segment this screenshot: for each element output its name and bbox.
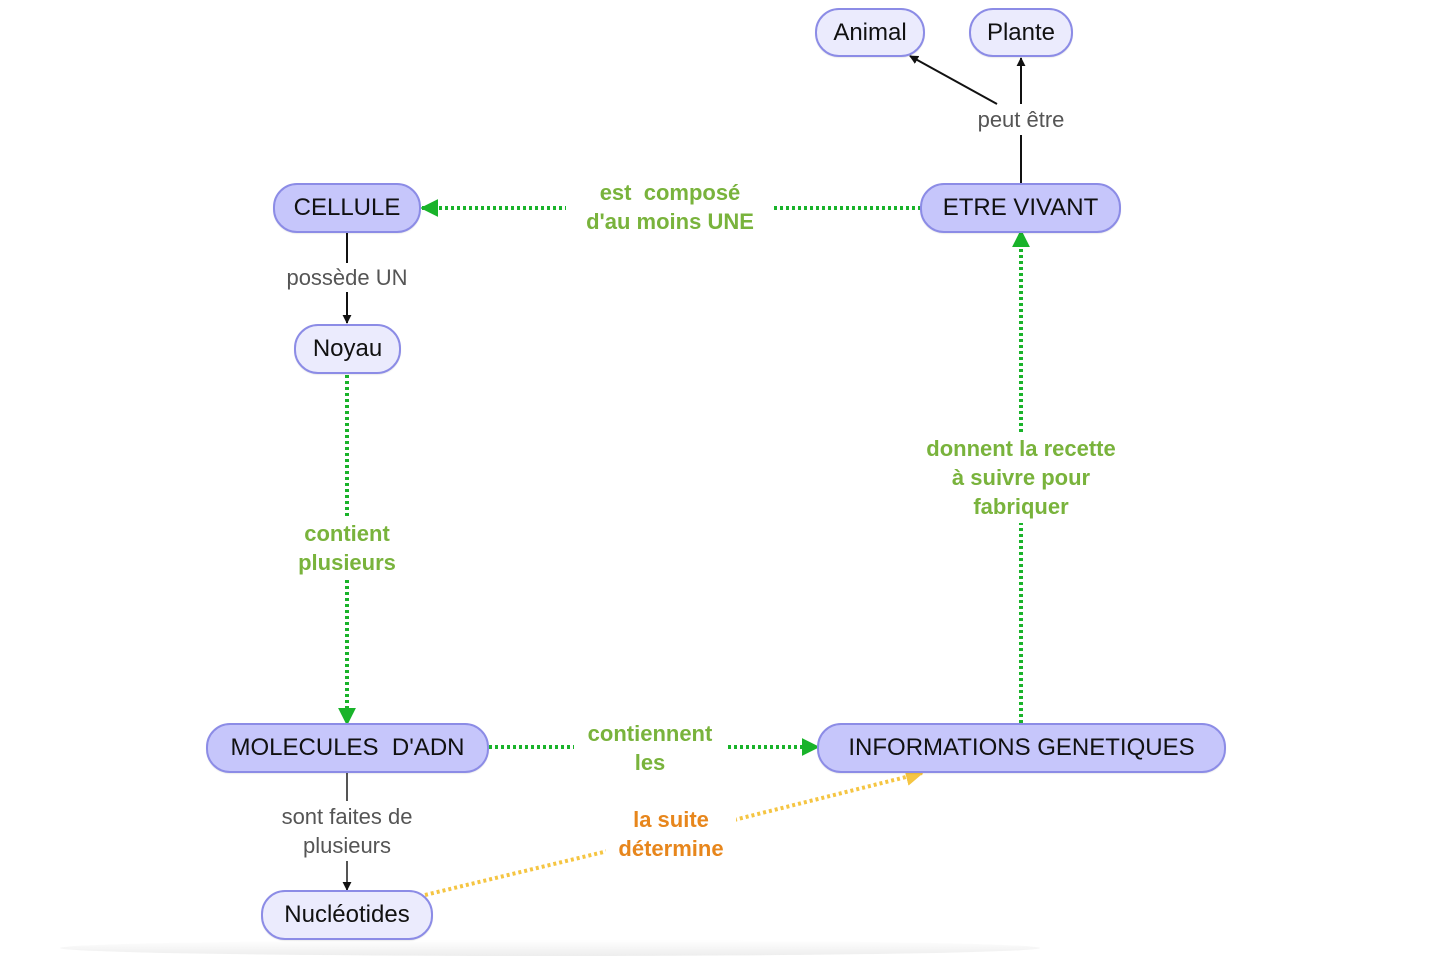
node-nucleotides[interactable]: Nucléotides (261, 890, 433, 940)
node-etre-vivant[interactable]: ETRE VIVANT (920, 183, 1121, 233)
node-cellule[interactable]: CELLULE (273, 183, 421, 233)
link-label-est-compose-line1: est composé (599, 180, 741, 205)
node-noyau[interactable]: Noyau (294, 324, 401, 374)
link-label-contiennent-les: contiennent les (574, 719, 726, 777)
link-label-contient-plusieurs-line2: plusieurs (298, 550, 396, 575)
link-label-sont-faites-line1: sont faites de (281, 804, 413, 829)
link-label-contiennent-line2: les (634, 750, 666, 775)
arrow-to-informations-orange (733, 768, 924, 822)
link-label-sont-faites-de: sont faites de plusieurs (260, 802, 434, 860)
link-label-contiennent-line1: contiennent (587, 721, 713, 746)
link-label-donnent-line3: fabriquer (973, 494, 1069, 519)
link-label-la-suite-line1: la suite (633, 807, 709, 832)
node-noyau-label: Noyau (312, 335, 383, 362)
link-label-la-suite-line2: détermine (618, 836, 724, 861)
node-molecules-adn[interactable]: MOLECULES D'ADN (206, 723, 489, 773)
link-label-donnent-line1: donnent la recette (926, 436, 1116, 461)
link-label-la-suite-determine: la suite détermine (606, 805, 736, 863)
node-nucleotides-label: Nucléotides (284, 901, 410, 928)
node-animal-label: Animal (833, 18, 907, 46)
link-label-sont-faites-line2: plusieurs (302, 833, 392, 858)
node-etre-vivant-label: ETRE VIVANT (942, 194, 1099, 221)
link-label-est-compose: est composé d'au moins UNE (566, 178, 774, 236)
bottom-shadow (60, 940, 1040, 956)
link-label-peut-etre-text: peut être (977, 107, 1065, 132)
link-label-donnent-la-recette: donnent la recette à suivre pour fabriqu… (900, 434, 1142, 521)
link-label-peut-etre: peut être (962, 105, 1080, 134)
node-plante[interactable]: Plante (969, 8, 1073, 57)
link-label-contient-plusieurs: contient plusieurs (280, 519, 414, 577)
link-label-est-compose-line2: d'au moins UNE (586, 209, 754, 234)
node-molecules-adn-label: MOLECULES D'ADN (230, 734, 465, 761)
link-label-donnent-line2: à suivre pour (951, 465, 1091, 490)
node-informations-genetiques-label: INFORMATIONS GENETIQUES (848, 734, 1195, 761)
link-label-contient-plusieurs-line1: contient (304, 521, 390, 546)
node-cellule-label: CELLULE (293, 194, 401, 221)
link-nucleotides-la-suite (424, 848, 613, 897)
link-label-possede-un-text: possède UN (286, 265, 408, 290)
node-animal[interactable]: Animal (815, 8, 925, 57)
link-label-possede-un: possède UN (268, 263, 426, 292)
node-informations-genetiques[interactable]: INFORMATIONS GENETIQUES (817, 723, 1226, 773)
node-plante-label: Plante (986, 18, 1056, 46)
arrow-to-animal (909, 55, 998, 105)
